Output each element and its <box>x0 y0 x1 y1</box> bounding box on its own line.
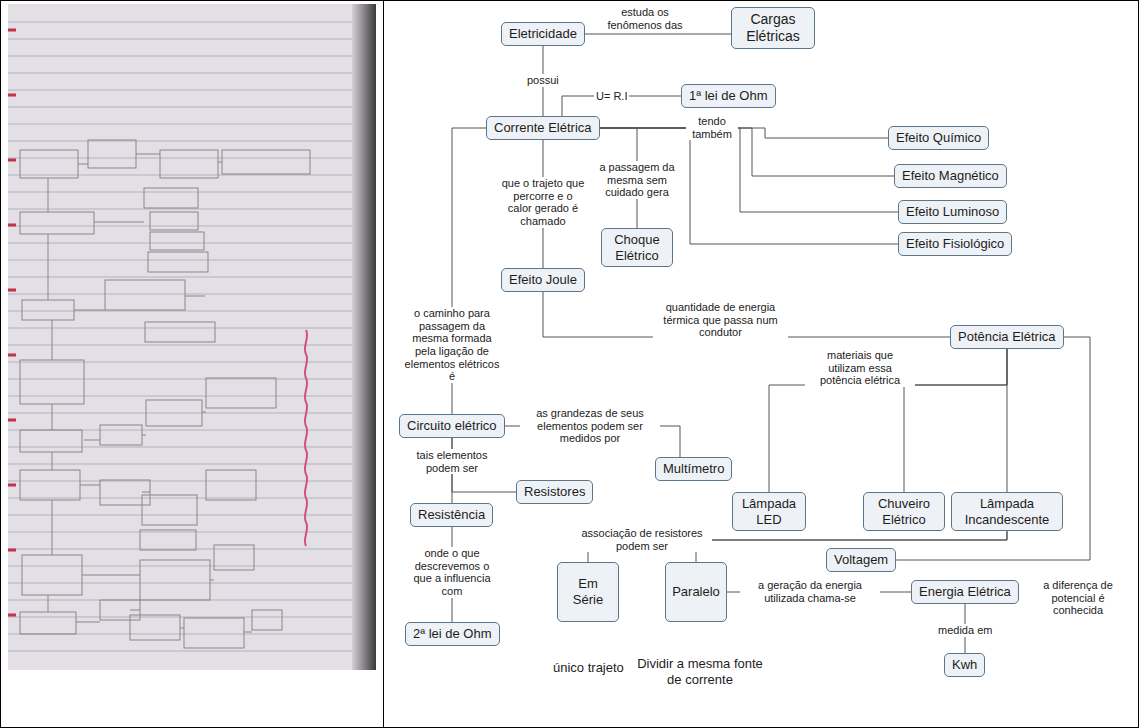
concept-link <box>585 34 731 35</box>
concept-box: Eletricidade <box>501 22 585 46</box>
concept-text: Eletricidade <box>509 26 577 42</box>
paper-sheet <box>8 4 376 670</box>
concept-text: Voltagem <box>834 552 888 568</box>
concept-box: Efeito Químico <box>888 126 989 150</box>
concept-box: Efeito Joule <box>501 268 585 292</box>
concept-text: Cargas Elétricas <box>739 11 807 45</box>
concept-text: Efeito Fisiológico <box>906 236 1004 252</box>
concept-box: 2ª lei de Ohm <box>405 622 500 646</box>
concept-box: Potência Elétrica <box>950 325 1064 349</box>
concept-text: Potência Elétrica <box>958 329 1056 345</box>
link-phrase: possui <box>525 74 561 87</box>
concept-box: Efeito Luminoso <box>898 200 1007 224</box>
link-phrase: tais elementos podem ser <box>407 449 497 474</box>
concept-box: Multímetro <box>655 457 732 481</box>
concept-text: Circuito elétrico <box>407 418 497 434</box>
link-phrase: medida em <box>936 624 994 637</box>
concept-text: Paralelo <box>672 584 720 600</box>
concept-box: Em Série <box>557 562 619 622</box>
link-phrase: estuda os fenômenos das <box>599 6 691 31</box>
link-phrase: quantidade de energia térmica que passa … <box>653 301 788 339</box>
link-phrase: que o trajeto que percorre e o calor ger… <box>498 177 588 228</box>
page-shadow <box>352 4 376 670</box>
link-phrase: onde o que descrevemos o que a influenci… <box>407 547 497 598</box>
concept-box: Corrente Elétrica <box>486 116 600 140</box>
table-divider <box>383 0 384 728</box>
concept-text: Energia Elétrica <box>919 584 1011 600</box>
concept-text: Efeito Químico <box>896 130 981 146</box>
concept-box: Energia Elétrica <box>911 580 1019 604</box>
concept-text: Resistência <box>418 507 485 523</box>
concept-box: Circuito elétrico <box>399 414 505 438</box>
concept-text: Corrente Elétrica <box>494 120 592 136</box>
handwritten-links <box>48 154 252 632</box>
concept-box: Voltagem <box>826 548 896 572</box>
concept-link <box>769 349 1007 492</box>
concept-box: Cargas Elétricas <box>731 7 815 49</box>
concept-text: Resistores <box>524 484 585 500</box>
concept-text: Chuveiro Elétrico <box>871 496 937 527</box>
concept-box: Kwh <box>944 653 985 677</box>
concept-text: Em Série <box>565 576 611 607</box>
concept-link <box>600 128 888 138</box>
concept-box: Efeito Fisiológico <box>898 232 1012 256</box>
note-text: único trajeto <box>553 660 624 676</box>
link-phrase: o caminho para passagem da mesma formada… <box>402 307 502 383</box>
handwritten-title-mark <box>305 330 307 546</box>
ruled-lines <box>8 22 352 651</box>
concept-box: Paralelo <box>665 562 727 622</box>
link-phrase: associação de resistores podem ser <box>572 527 712 552</box>
notebook-photo <box>8 4 376 670</box>
note-text: Dividir a mesma fonte de corrente <box>635 656 765 687</box>
concept-box: Resistores <box>516 480 593 504</box>
concept-text: Efeito Luminoso <box>906 204 999 220</box>
link-phrase: materiais que utilizam essa potência elé… <box>805 349 915 387</box>
concept-text: 2ª lei de Ohm <box>413 626 492 642</box>
concept-box: Chuveiro Elétrico <box>863 492 945 531</box>
concept-text: Kwh <box>952 657 977 673</box>
concept-box: 1ª lei de Ohm <box>681 84 776 108</box>
concept-box: Lâmpada LED <box>732 492 806 531</box>
link-phrase: tendo também <box>686 115 738 140</box>
concept-box: Resistência <box>410 503 493 527</box>
link-phrase: a geração da energia utilizada chama-se <box>740 579 880 604</box>
concept-text: Efeito Magnético <box>902 168 999 184</box>
concept-text: 1ª lei de Ohm <box>689 88 768 104</box>
concept-text: Lâmpada LED <box>740 496 798 527</box>
concept-text: Choque Elétrico <box>609 232 665 263</box>
concept-text: Multímetro <box>663 461 724 477</box>
concept-link <box>904 349 1007 492</box>
link-phrase: a diferença de potencial é conhecida <box>1035 579 1121 617</box>
handwritten-boxes <box>20 140 310 648</box>
concept-text: Lâmpada Incandescente <box>959 496 1055 527</box>
concept-box: Choque Elétrico <box>601 228 673 267</box>
margin-marks <box>8 30 16 615</box>
link-phrase: as grandezas de seus elementos podem ser… <box>520 407 660 445</box>
concept-box: Lâmpada Incandescente <box>951 492 1063 531</box>
concept-box: Efeito Magnético <box>894 164 1007 188</box>
link-phrase: a passagem da mesma sem cuidado gera <box>596 161 678 199</box>
concept-link <box>1007 349 1008 492</box>
concept-text: Efeito Joule <box>509 272 577 288</box>
link-phrase: U= R.I <box>594 90 629 103</box>
